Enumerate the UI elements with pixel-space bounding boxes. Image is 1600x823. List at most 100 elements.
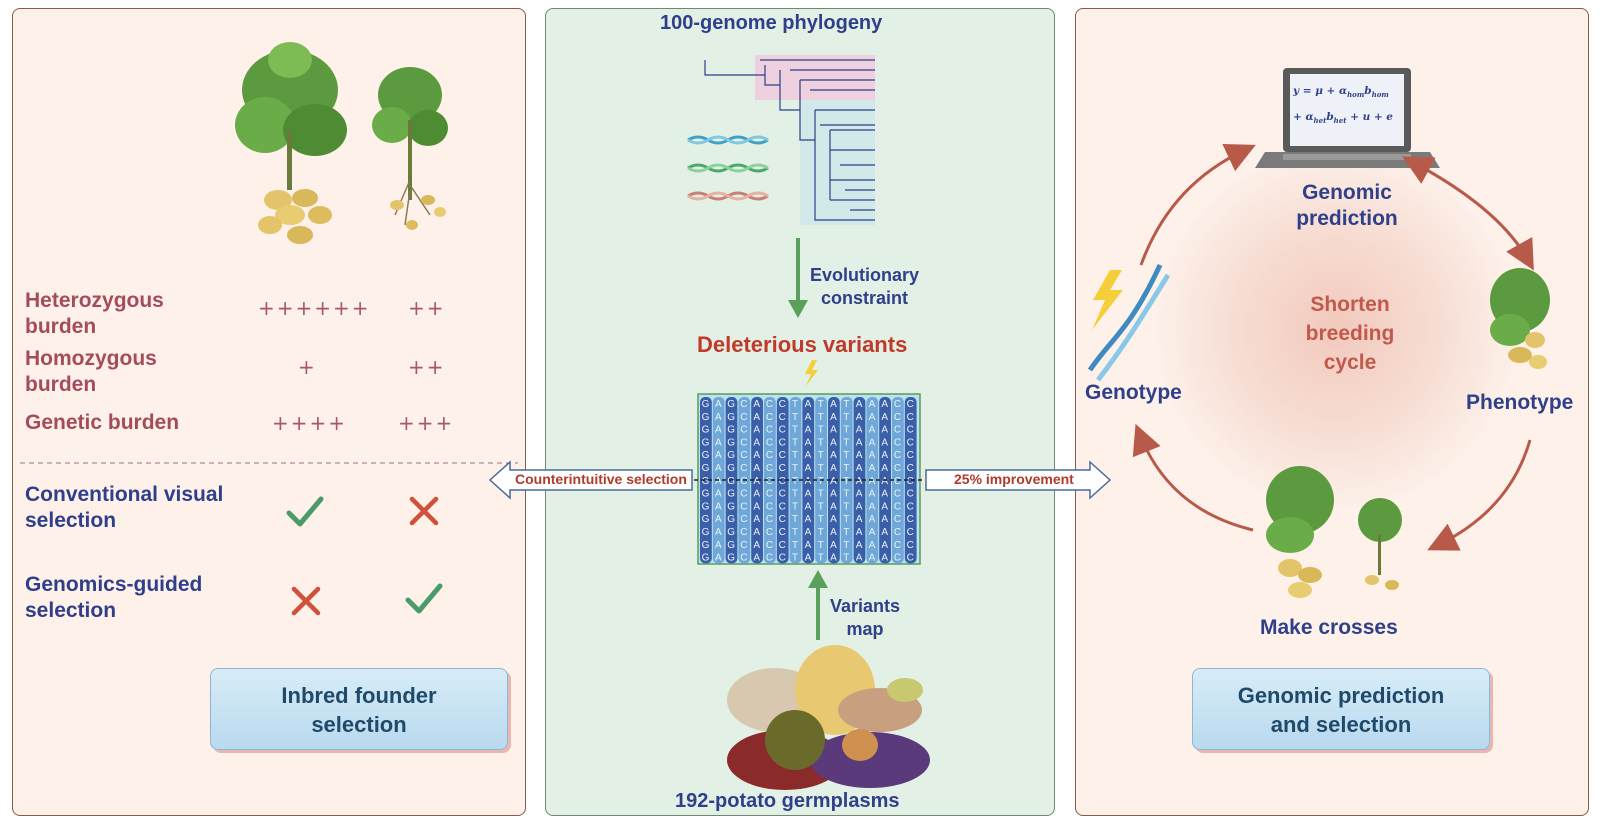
sequence-base: A (830, 489, 837, 500)
sequence-base: C (894, 553, 901, 564)
sequence-base: A (869, 527, 876, 538)
equation: y = μ + αhombhom + αhetbhet + u + e (1293, 85, 1393, 126)
sequence-base: T (843, 553, 849, 564)
genetic-burden-col1: ++++ (272, 411, 348, 435)
sequence-base: A (805, 463, 812, 474)
sequence-base: G (727, 540, 735, 551)
sequence-base: A (753, 425, 760, 436)
sequence-base: A (856, 540, 863, 551)
phylogeny-tree (704, 55, 875, 225)
sequence-base: C (907, 412, 914, 423)
sequence-base: T (818, 425, 824, 436)
sequence-base: A (869, 425, 876, 436)
genotype-label: Genotype (1085, 381, 1182, 404)
sequence-base: T (818, 540, 824, 551)
sequence-base: T (792, 527, 798, 538)
sequence-base: A (881, 437, 888, 448)
sequence-base: G (727, 514, 735, 525)
heterozygous-col1: ++++++ (258, 296, 371, 320)
sequence-base: T (818, 399, 824, 410)
sequence-base: G (702, 425, 710, 436)
sequence-base: C (740, 437, 747, 448)
sequence-base: A (830, 514, 837, 525)
sequence-base: A (881, 476, 888, 487)
sequence-base: A (830, 527, 837, 538)
sequence-base: T (843, 437, 849, 448)
sequence-base: A (753, 553, 760, 564)
potato-pile (727, 645, 930, 790)
sequence-base: A (715, 476, 722, 487)
sequence-base: C (740, 476, 747, 487)
sequence-base: A (805, 437, 812, 448)
sequence-base: A (715, 437, 722, 448)
sequence-base: C (894, 501, 901, 512)
sequence-base: A (830, 450, 837, 461)
sequence-base: A (869, 399, 876, 410)
sequence-base: C (779, 437, 786, 448)
row-label-genetic-burden: Genetic burden (25, 411, 180, 434)
sequence-base: C (766, 540, 773, 551)
sequence-base: C (907, 501, 914, 512)
sequence-base: C (766, 425, 773, 436)
sequence-base: A (715, 527, 722, 538)
sequence-base: A (753, 450, 760, 461)
homozygous-col2: ++ (408, 355, 446, 379)
dna-helix-icon (1087, 263, 1171, 382)
sequence-base: A (805, 540, 812, 551)
sequence-base: A (805, 412, 812, 423)
sequence-base: A (805, 514, 812, 525)
sequence-base: T (792, 514, 798, 525)
sequence-base: G (727, 412, 735, 423)
sequence-base: A (830, 476, 837, 487)
sequence-base: A (869, 489, 876, 500)
sequence-base: A (856, 514, 863, 525)
sequence-base: G (727, 553, 735, 564)
sequence-base: C (766, 450, 773, 461)
sequence-base: T (843, 450, 849, 461)
sequence-base: A (715, 501, 722, 512)
counterintuitive-selection-label: Counterintuitive selection (515, 471, 687, 487)
germplasms-label: 192-potato germplasms (675, 790, 900, 812)
sequence-base: G (702, 463, 710, 474)
sequence-base: A (869, 450, 876, 461)
sequence-base: C (766, 399, 773, 410)
sequence-base: C (907, 489, 914, 500)
sequence-base: G (702, 489, 710, 500)
improvement-label: 25% improvement (954, 471, 1074, 487)
sequence-base: A (856, 501, 863, 512)
sequence-base: A (805, 489, 812, 500)
dna-strands (687, 135, 769, 201)
sequence-base: A (753, 437, 760, 448)
sequence-base: C (907, 553, 914, 564)
lightning-large-icon (1092, 270, 1123, 330)
sequence-base: C (740, 501, 747, 512)
sequence-base: C (894, 463, 901, 474)
sequence-base: C (740, 489, 747, 500)
sequence-base: C (766, 476, 773, 487)
sequence-base: T (792, 437, 798, 448)
sequence-base: A (830, 437, 837, 448)
sequence-base: T (843, 501, 849, 512)
sequence-base: A (869, 412, 876, 423)
sequence-base: T (792, 489, 798, 500)
sequence-base: G (727, 476, 735, 487)
sequence-base: C (740, 425, 747, 436)
heterozygous-col2: ++ (408, 296, 446, 320)
plant-phenotype (1490, 268, 1550, 369)
sequence-base: T (792, 425, 798, 436)
sequence-base: C (779, 412, 786, 423)
homozygous-col1: + (298, 355, 317, 379)
sequence-base: C (766, 514, 773, 525)
sequence-base: A (753, 476, 760, 487)
cycle-arrows (1132, 144, 1534, 551)
sequence-base: C (779, 463, 786, 474)
sequence-base: A (869, 553, 876, 564)
sequence-base: A (881, 501, 888, 512)
sequence-base: A (715, 553, 722, 564)
sequence-column (828, 397, 840, 564)
